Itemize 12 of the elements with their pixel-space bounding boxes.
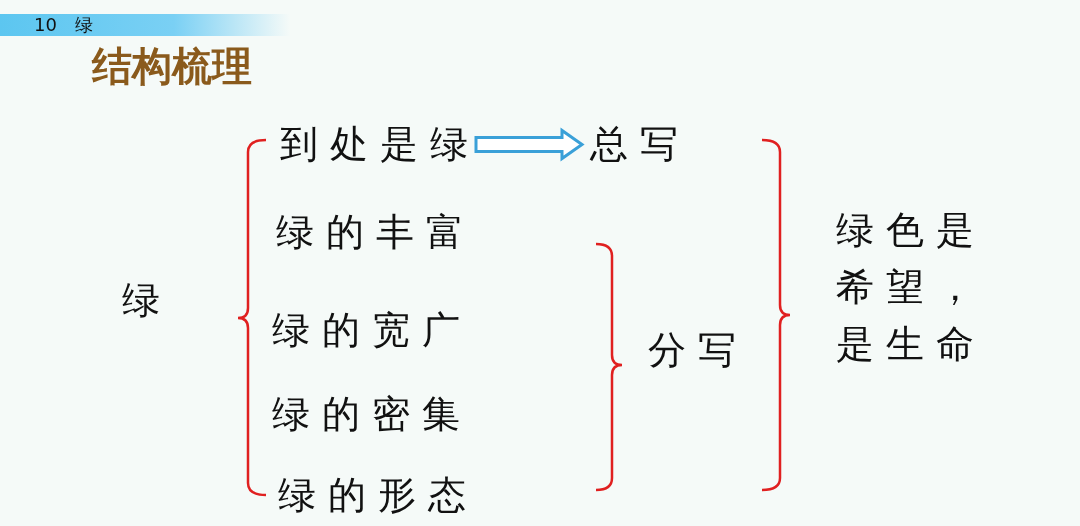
- node-text: 总写: [590, 116, 706, 173]
- node-text: 到处是绿: [280, 116, 516, 173]
- node-text: 绿色是希望，是生命: [836, 202, 986, 373]
- node-text: 绿的丰富: [276, 204, 476, 261]
- node-text: 分写: [648, 322, 748, 379]
- node-text: 绿的密集: [272, 386, 472, 443]
- lesson-heading: 10 绿: [34, 14, 93, 36]
- block-arrow: [474, 127, 585, 162]
- node-text: 绿的宽广: [272, 302, 472, 359]
- node-text: 绿: [122, 272, 172, 329]
- title: 结构梳理: [92, 42, 252, 91]
- node-text: 绿的形态: [278, 467, 478, 524]
